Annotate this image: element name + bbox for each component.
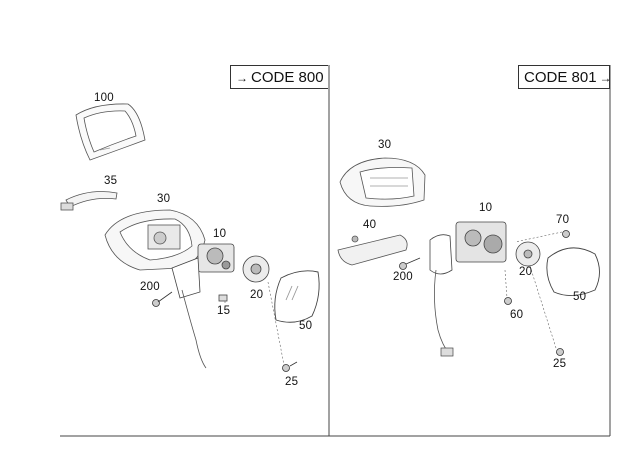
part-20-gear-disc-r [515,241,541,267]
part-30-mirror-housing [104,209,206,271]
callout-20-right: 20 [519,266,533,278]
part-40-lower-trim [337,234,408,266]
part-50-mirror-glass [274,270,320,323]
wiring-harness-right [434,269,451,356]
code-800-box: →CODE 800 [230,65,328,89]
callout-200: 200 [140,281,160,293]
leader-lines-left [224,281,285,366]
connector-right [440,347,454,357]
callout-20: 20 [250,289,264,301]
part-15-bulb [218,294,228,302]
callout-15: 15 [217,305,231,317]
callout-200-right: 200 [393,271,413,283]
part-50-mirror-glass-r [546,247,600,296]
part-70-screw [562,230,570,238]
callout-60: 60 [510,309,524,321]
part-25-screw-right [556,348,564,356]
part-25-screw-left [282,361,298,372]
part-30-mirror-housing-r [339,157,426,207]
part-10-adjust-motor-r [429,221,507,275]
callout-50: 50 [299,320,313,332]
part-100-mirror-cover [75,103,146,161]
callout-40: 40 [363,219,377,231]
part-200-screw-right [399,257,421,270]
callout-25-right: 25 [553,358,567,370]
arrow-right-icon: → [599,71,612,85]
part-35-trim-strip [60,191,118,211]
part-10-adjust-motor [171,243,235,299]
callout-10-right: 10 [479,202,493,214]
part-20-gear-disc [242,255,270,283]
callout-100: 100 [94,92,114,104]
callout-30-right: 30 [378,139,392,151]
part-200-screw-left [152,291,173,307]
wiring-harness-left [181,289,207,369]
callout-30: 30 [157,193,171,205]
code-800-label: CODE 800 [251,69,324,86]
code-801-label: CODE 801 [524,69,597,86]
callout-50-right: 50 [573,291,587,303]
callout-25: 25 [285,376,299,388]
arrow-right-icon: → [236,71,248,85]
code-801-box: CODE 801→ [518,65,612,89]
leader-lines-right [504,231,563,349]
callout-35: 35 [104,175,118,187]
callout-70: 70 [556,214,570,226]
callout-10: 10 [213,228,227,240]
part-60-screw [504,297,512,305]
